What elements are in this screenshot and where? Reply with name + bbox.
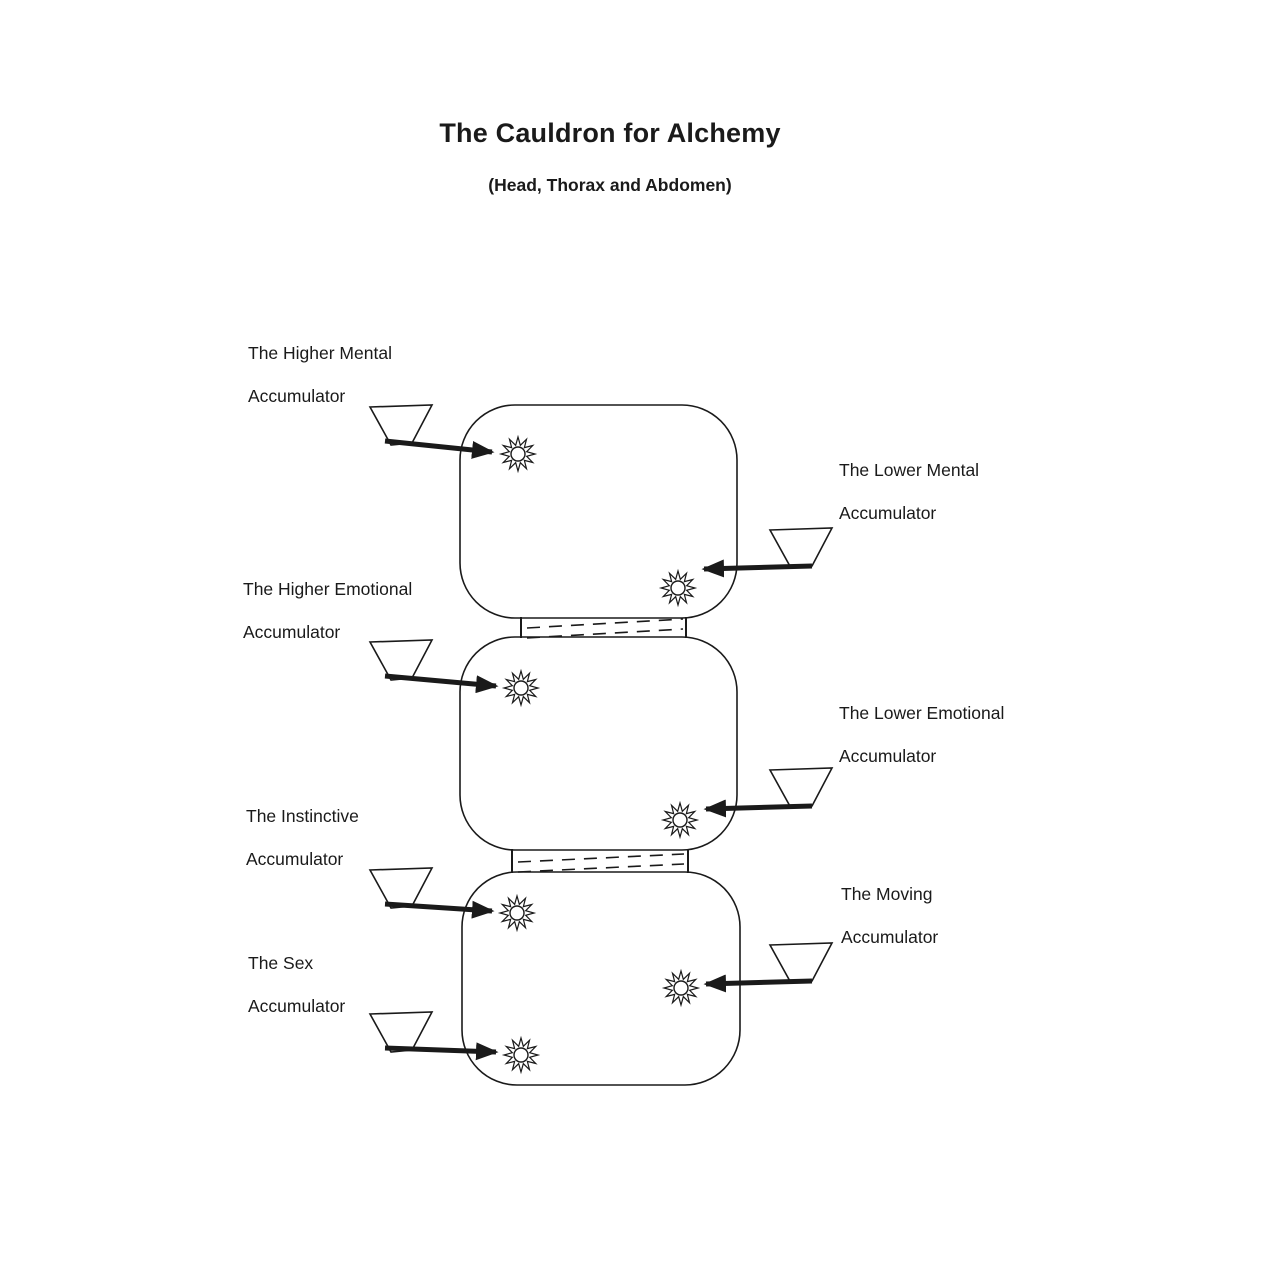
label-line: Accumulator	[248, 996, 346, 1016]
label-line: Accumulator	[248, 386, 346, 406]
head-thorax-connector	[520, 617, 687, 639]
funnel-icon-lower-mental	[769, 527, 833, 569]
label-higher-mental-accumulator: The Higher Mental Accumulator	[248, 332, 392, 418]
arrow-icon-instinctive	[384, 900, 495, 919]
arrow-icon-sex	[384, 1042, 499, 1061]
label-line: Accumulator	[839, 746, 937, 766]
arrow-icon-lower-mental	[701, 559, 813, 578]
label-instinctive-accumulator: The Instinctive Accumulator	[246, 795, 359, 881]
label-line: Accumulator	[839, 503, 937, 523]
page-title: The Cauldron for Alchemy	[439, 118, 781, 148]
label-line: Accumulator	[243, 622, 341, 642]
title-block: The Cauldron for Alchemy (Head, Thorax a…	[0, 118, 1220, 196]
label-higher-emotional-accumulator: The Higher Emotional Accumulator	[243, 568, 412, 654]
label-line: Accumulator	[246, 849, 344, 869]
label-line: The Lower Mental	[839, 460, 980, 480]
label-moving-accumulator: The Moving Accumulator	[841, 873, 938, 959]
label-line: The Sex	[248, 953, 314, 973]
arrow-icon-lower-emotional	[703, 799, 813, 818]
label-line: Accumulator	[841, 927, 939, 947]
funnel-icon-instinctive	[369, 867, 433, 909]
label-lower-mental-accumulator: The Lower Mental Accumulator	[839, 449, 979, 535]
label-line: The Higher Mental	[248, 343, 392, 363]
head-section-box	[459, 404, 738, 619]
label-line: The Instinctive	[246, 806, 359, 826]
arrow-icon-higher-mental	[384, 438, 495, 459]
label-line: The Lower Emotional	[839, 703, 1005, 723]
arrow-icon-moving	[703, 974, 813, 993]
thorax-abdomen-connector	[511, 849, 689, 873]
funnel-icon-sex	[369, 1011, 433, 1053]
page-subtitle: (Head, Thorax and Abdomen)	[488, 175, 732, 195]
funnel-icon-moving	[769, 942, 833, 984]
arrow-icon-higher-emotional	[384, 673, 499, 694]
label-line: The Higher Emotional	[243, 579, 413, 599]
thorax-section-box	[459, 636, 738, 851]
label-lower-emotional-accumulator: The Lower Emotional Accumulator	[839, 692, 1004, 778]
label-line: The Moving	[841, 884, 933, 904]
label-sex-accumulator: The Sex Accumulator	[248, 942, 345, 1028]
abdomen-section-box	[461, 871, 741, 1086]
funnel-icon-lower-emotional	[769, 767, 833, 809]
